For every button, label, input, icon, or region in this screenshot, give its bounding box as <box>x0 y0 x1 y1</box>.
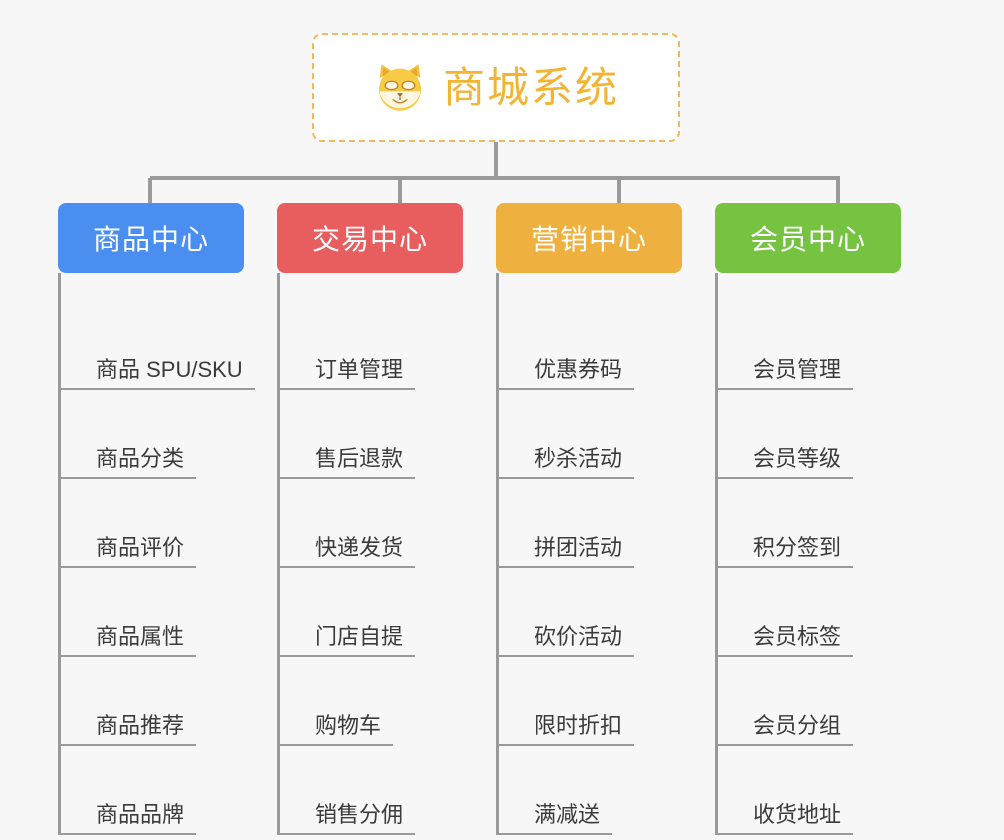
leaf-label: 会员等级 <box>753 446 842 471</box>
column-marketing-center: 营销中心 优惠券码 秒杀活动 拼团活动 砍价活动 <box>496 203 715 835</box>
leaf-label: 销售分佣 <box>315 802 404 827</box>
leaf-label: 商品 SPU/SKU <box>96 357 243 382</box>
leaf-label: 购物车 <box>315 713 382 738</box>
leaf-underline <box>496 744 635 746</box>
category-title-1: 交易中心 <box>311 224 428 255</box>
list-item[interactable]: 门店自提 <box>277 568 496 657</box>
leaf-label: 秒杀活动 <box>534 446 623 471</box>
leaf-underline <box>58 833 197 835</box>
leaf-label: 优惠券码 <box>534 357 623 382</box>
leaf-underline <box>496 833 613 835</box>
leaf-underline <box>277 744 394 746</box>
leaf-underline <box>715 477 854 479</box>
leaf-label: 限时折扣 <box>534 713 623 738</box>
leaf-label: 售后退款 <box>315 446 404 471</box>
leaf-list-2: 优惠券码 秒杀活动 拼团活动 砍价活动 限时折扣 <box>496 273 715 835</box>
root-node[interactable]: 商城系统 <box>312 33 680 142</box>
list-item[interactable]: 会员等级 <box>715 390 934 479</box>
column-product-center: 商品中心 商品 SPU/SKU 商品分类 商品评价 商品属性 <box>58 203 277 835</box>
list-item[interactable]: 收货地址 <box>715 746 934 835</box>
list-item[interactable]: 快递发货 <box>277 479 496 568</box>
category-title-0: 商品中心 <box>92 224 209 255</box>
column-member-center: 会员中心 会员管理 会员等级 积分签到 会员标签 <box>715 203 934 835</box>
leaf-underline <box>277 477 416 479</box>
list-item[interactable]: 会员分组 <box>715 657 934 746</box>
list-item[interactable]: 商品评价 <box>58 479 277 568</box>
category-header-2[interactable]: 营销中心 <box>496 203 682 273</box>
column-spine-1 <box>277 273 280 835</box>
leaf-label: 商品推荐 <box>96 713 185 738</box>
category-header-3[interactable]: 会员中心 <box>715 203 901 273</box>
list-item[interactable]: 商品 SPU/SKU <box>58 301 277 390</box>
list-item[interactable]: 拼团活动 <box>496 479 715 568</box>
leaf-list-3: 会员管理 会员等级 积分签到 会员标签 会员分组 <box>715 273 934 835</box>
leaf-underline <box>58 566 197 568</box>
column-spine-2 <box>496 273 499 835</box>
list-item[interactable]: 订单管理 <box>277 301 496 390</box>
leaf-underline <box>715 566 854 568</box>
leaf-underline <box>277 566 416 568</box>
list-item[interactable]: 商品品牌 <box>58 746 277 835</box>
leaf-underline <box>58 655 197 657</box>
leaf-label: 满减送 <box>534 802 601 827</box>
list-item[interactable]: 商品属性 <box>58 568 277 657</box>
list-item[interactable]: 购物车 <box>277 657 496 746</box>
leaf-label: 快递发货 <box>315 535 404 560</box>
leaf-label: 会员标签 <box>753 624 842 649</box>
leaf-label: 商品属性 <box>96 624 185 649</box>
leaf-label: 商品评价 <box>96 535 185 560</box>
leaf-label: 砍价活动 <box>534 624 623 649</box>
list-item[interactable]: 会员管理 <box>715 301 934 390</box>
leaf-list-1: 订单管理 售后退款 快递发货 门店自提 购物车 <box>277 273 496 835</box>
list-item[interactable]: 销售分佣 <box>277 746 496 835</box>
leaf-underline <box>715 655 854 657</box>
leaf-label: 商品品牌 <box>96 802 185 827</box>
leaf-underline <box>58 744 197 746</box>
leaf-underline <box>58 477 197 479</box>
column-spine-3 <box>715 273 718 835</box>
leaf-underline <box>496 477 635 479</box>
category-header-0[interactable]: 商品中心 <box>58 203 244 273</box>
category-title-2: 营销中心 <box>530 224 647 255</box>
leaf-label: 拼团活动 <box>534 535 623 560</box>
leaf-underline <box>277 655 416 657</box>
leaf-underline <box>58 388 255 390</box>
leaf-label: 门店自提 <box>315 624 404 649</box>
leaf-underline <box>715 744 854 746</box>
category-title-3: 会员中心 <box>749 224 866 255</box>
list-item[interactable]: 商品推荐 <box>58 657 277 746</box>
list-item[interactable]: 会员标签 <box>715 568 934 657</box>
leaf-label: 收货地址 <box>753 802 842 827</box>
list-item[interactable]: 商品分类 <box>58 390 277 479</box>
shiba-dog-icon <box>378 63 422 111</box>
list-item[interactable]: 限时折扣 <box>496 657 715 746</box>
leaf-underline <box>277 388 416 390</box>
category-columns: 商品中心 商品 SPU/SKU 商品分类 商品评价 商品属性 <box>0 203 1004 835</box>
list-item[interactable]: 优惠券码 <box>496 301 715 390</box>
list-item[interactable]: 售后退款 <box>277 390 496 479</box>
leaf-underline <box>496 566 635 568</box>
root-title: 商城系统 <box>442 63 619 111</box>
list-item[interactable]: 秒杀活动 <box>496 390 715 479</box>
leaf-underline <box>496 388 635 390</box>
leaf-label: 商品分类 <box>96 446 185 471</box>
leaf-label: 积分签到 <box>753 535 842 560</box>
leaf-underline <box>715 833 854 835</box>
category-header-1[interactable]: 交易中心 <box>277 203 463 273</box>
column-spine-0 <box>58 273 61 835</box>
leaf-label: 订单管理 <box>315 357 404 382</box>
leaf-underline <box>277 833 416 835</box>
leaf-underline <box>715 388 854 390</box>
leaf-list-0: 商品 SPU/SKU 商品分类 商品评价 商品属性 商品推荐 <box>58 273 277 835</box>
leaf-label: 会员管理 <box>753 357 842 382</box>
list-item[interactable]: 积分签到 <box>715 479 934 568</box>
column-trade-center: 交易中心 订单管理 售后退款 快递发货 门店自提 <box>277 203 496 835</box>
leaf-label: 会员分组 <box>753 713 842 738</box>
list-item[interactable]: 砍价活动 <box>496 568 715 657</box>
leaf-underline <box>496 655 635 657</box>
list-item[interactable]: 满减送 <box>496 746 715 835</box>
